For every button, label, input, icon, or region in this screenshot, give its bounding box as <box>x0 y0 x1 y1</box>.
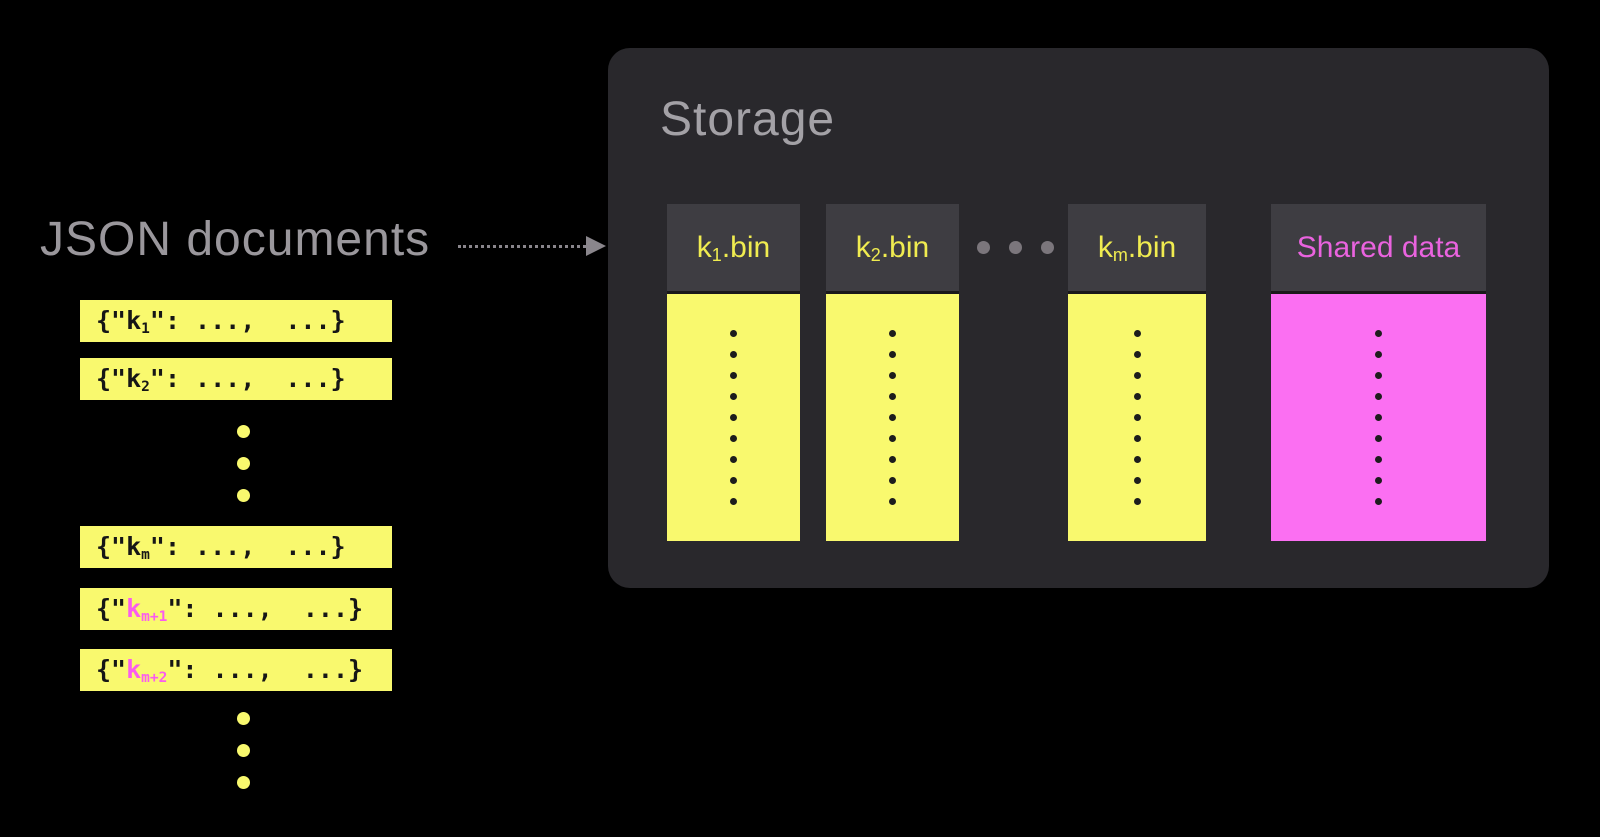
bin-column-body <box>667 291 800 541</box>
dot <box>1375 372 1382 379</box>
dot <box>1375 456 1382 463</box>
json-document-row: {"km+1": ..., ...} <box>80 588 392 630</box>
bin-column-body <box>826 291 959 541</box>
doc-text-rest: ": ..., ...} <box>167 655 364 684</box>
dot <box>1041 241 1054 254</box>
arrow-dotted-line <box>458 245 586 248</box>
doc-text-rest: ": ..., ...} <box>167 594 364 623</box>
doc-key: k <box>126 655 142 684</box>
storage-title: Storage <box>660 93 836 146</box>
dot <box>237 712 250 725</box>
dot <box>237 457 250 470</box>
dot <box>730 498 737 505</box>
doc-text-open: {" <box>96 594 127 623</box>
json-documents-label: JSON documents <box>40 213 431 266</box>
dot <box>730 393 737 400</box>
dot <box>1133 498 1141 505</box>
dot <box>730 456 737 463</box>
dot <box>1009 241 1022 254</box>
dot <box>1375 393 1382 400</box>
shared-data-column: Shared data <box>1271 204 1486 541</box>
dot <box>889 393 896 400</box>
bin-column: k1.bin <box>667 204 800 541</box>
storage-panel: Storage k1.bin k2.bin km.bin Shared data <box>608 48 1549 588</box>
doc-key: k <box>126 594 142 623</box>
dot <box>237 776 250 789</box>
doc-key-subscript: 1 <box>141 321 150 338</box>
doc-text-open: {" <box>96 364 127 393</box>
ellipsis-horizontal <box>960 204 1071 291</box>
bin-name: k <box>696 231 712 264</box>
json-document-row: {"k1": ..., ...} <box>80 300 392 342</box>
dot <box>237 744 250 757</box>
dot <box>1133 435 1141 442</box>
dot <box>889 435 896 442</box>
dot <box>889 498 896 505</box>
dot <box>1375 435 1382 442</box>
bin-name-subscript: 1 <box>711 244 722 265</box>
doc-key-subscript: m+2 <box>141 670 168 687</box>
doc-key-subscript: 2 <box>141 379 150 396</box>
bin-name-subscript: m <box>1112 244 1128 265</box>
doc-key-subscript: m <box>141 547 150 564</box>
bin-column-header: k1.bin <box>667 204 800 291</box>
dot <box>730 330 737 337</box>
json-document-row: {"km": ..., ...} <box>80 526 392 568</box>
ellipsis-vertical <box>237 712 250 789</box>
dot <box>1133 414 1141 421</box>
dot <box>1133 351 1141 358</box>
dot <box>237 425 250 438</box>
doc-key: k <box>126 364 142 393</box>
json-document-row: {"k2": ..., ...} <box>80 358 392 400</box>
dot <box>1375 498 1382 505</box>
dot <box>730 351 737 358</box>
dot <box>730 372 737 379</box>
doc-text-open: {" <box>96 532 127 561</box>
bin-column: k2.bin <box>826 204 959 541</box>
bin-name-subscript: 2 <box>870 244 881 265</box>
bin-name: k <box>855 231 871 264</box>
dot <box>1133 330 1141 337</box>
bin-name: k <box>1097 231 1113 264</box>
dot <box>1375 330 1382 337</box>
arrow-head-icon <box>586 236 606 256</box>
dot <box>977 241 990 254</box>
dot <box>730 435 737 442</box>
bin-column-header: km.bin <box>1068 204 1206 291</box>
dot <box>889 414 896 421</box>
dot <box>1375 351 1382 358</box>
doc-text-rest: ": ..., ...} <box>149 306 346 335</box>
doc-key: k <box>126 532 142 561</box>
doc-text-open: {" <box>96 306 127 335</box>
bin-extension: .bin <box>1127 231 1177 264</box>
doc-text-rest: ": ..., ...} <box>149 532 346 561</box>
ellipsis-vertical <box>237 425 250 502</box>
dot <box>1375 414 1382 421</box>
dot <box>237 489 250 502</box>
dot <box>889 372 896 379</box>
dot <box>730 414 737 421</box>
json-document-row: {"km+2": ..., ...} <box>80 649 392 691</box>
shared-data-body <box>1271 291 1486 541</box>
bin-extension: .bin <box>721 231 771 264</box>
dot <box>1133 477 1141 484</box>
doc-key: k <box>126 306 142 335</box>
dot <box>1133 456 1141 463</box>
dot <box>889 456 896 463</box>
bin-column: km.bin <box>1068 204 1206 541</box>
dot <box>1133 393 1141 400</box>
bin-column-header: k2.bin <box>826 204 959 291</box>
dot <box>1133 372 1141 379</box>
shared-data-header: Shared data <box>1271 204 1486 291</box>
bin-column-body <box>1068 291 1206 541</box>
dot <box>889 351 896 358</box>
dot <box>1375 477 1382 484</box>
dot <box>730 477 737 484</box>
doc-text-rest: ": ..., ...} <box>149 364 346 393</box>
doc-text-open: {" <box>96 655 127 684</box>
dot <box>889 477 896 484</box>
doc-key-subscript: m+1 <box>141 609 168 626</box>
bin-extension: .bin <box>880 231 930 264</box>
dot <box>889 330 896 337</box>
